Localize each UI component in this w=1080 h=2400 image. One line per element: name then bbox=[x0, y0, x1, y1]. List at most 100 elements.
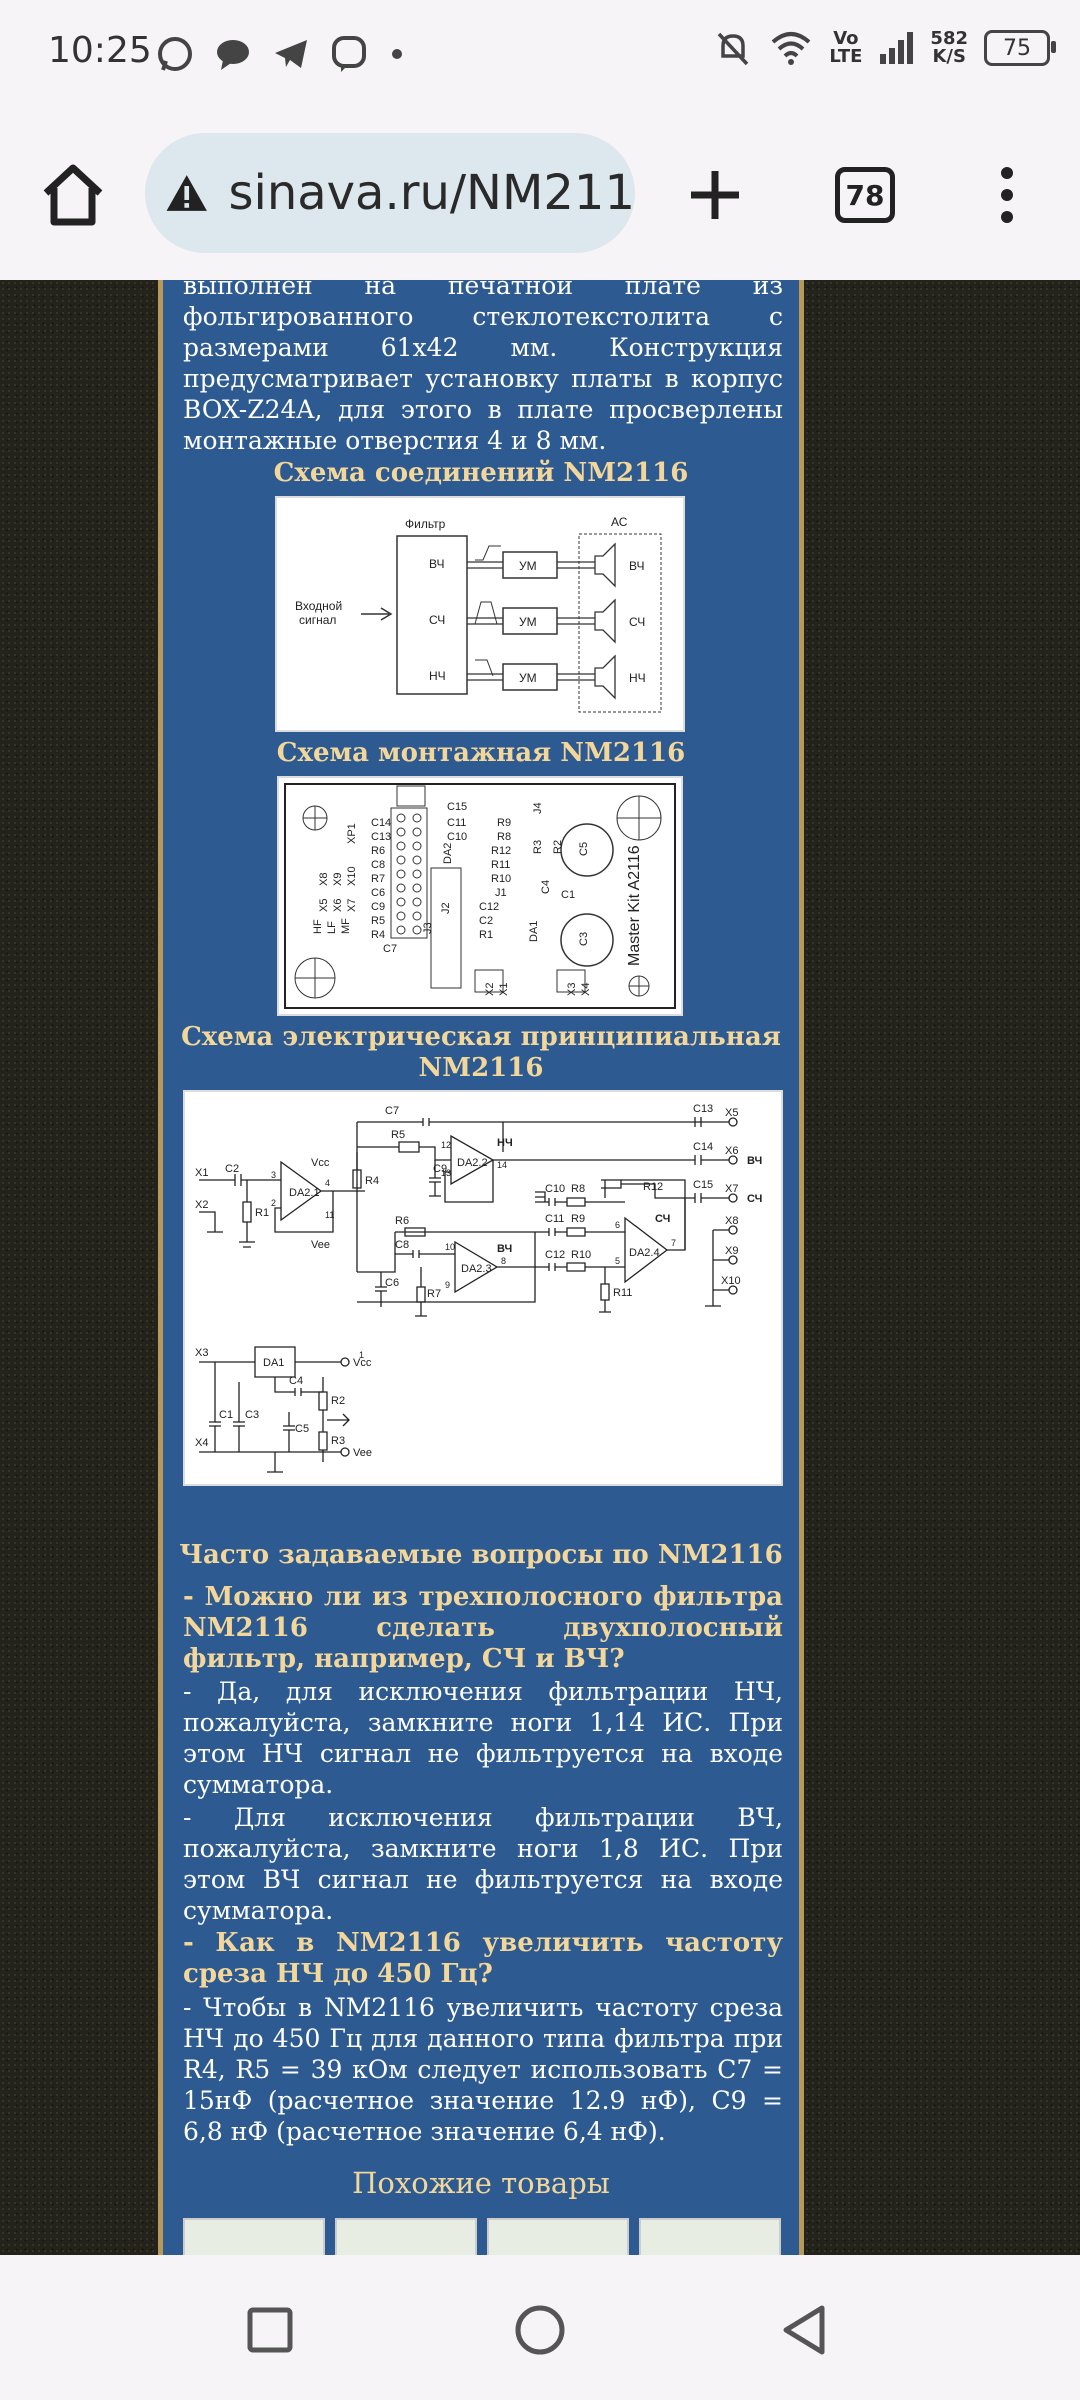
warning-icon bbox=[166, 175, 207, 211]
sch-label-c11: C11 bbox=[545, 1213, 564, 1225]
sch-label-vcc2: Vcc bbox=[353, 1357, 372, 1369]
label-c15: C15 bbox=[447, 801, 467, 813]
pin-10: 10 bbox=[445, 1242, 455, 1252]
pad bbox=[412, 869, 422, 879]
label-c3: C3 bbox=[578, 932, 590, 946]
heading-schematic-1: Схема электрическая принципиальная bbox=[181, 1022, 781, 1052]
label-r4: R4 bbox=[371, 929, 385, 941]
pad bbox=[412, 911, 422, 921]
label-x9: X9 bbox=[332, 873, 344, 886]
pin-14: 14 bbox=[497, 1160, 507, 1170]
label-r7: R7 bbox=[371, 873, 385, 885]
label-r12: R12 bbox=[491, 845, 511, 857]
product-thumb[interactable] bbox=[639, 2218, 781, 2255]
new-tab-button[interactable] bbox=[670, 150, 760, 240]
sch-label-x10: X10 bbox=[721, 1275, 741, 1287]
network-top: Vo bbox=[833, 28, 859, 49]
battery-icon: 75 bbox=[984, 30, 1056, 66]
pad bbox=[412, 925, 422, 935]
label-c6: C6 bbox=[371, 887, 385, 899]
sch-label-da24: DA2.4 bbox=[629, 1247, 660, 1259]
assembly-diagram[interactable]: C5 C3 Master Kit A2116 XP1 C15 C14 C11 C… bbox=[277, 776, 683, 1016]
whatsapp-icon bbox=[158, 37, 192, 71]
pad bbox=[412, 897, 422, 907]
label-lf: LF bbox=[326, 921, 338, 934]
notification-icons bbox=[155, 34, 407, 74]
label-x8: X8 bbox=[318, 873, 330, 886]
speed-value: 582 bbox=[930, 28, 968, 49]
speaker-label-hf: ВЧ bbox=[629, 559, 644, 573]
pin-1: 1 bbox=[359, 1350, 364, 1360]
pad bbox=[396, 925, 406, 935]
pin-9: 9 bbox=[445, 1280, 450, 1290]
web-page[interactable]: выполнен на печатной плате из фольгирова… bbox=[0, 280, 1080, 2255]
back-button[interactable] bbox=[776, 2300, 836, 2360]
schematic-diagram[interactable]: C7 R5 C9 R4 DA2.2 НЧ C13 X5 C14 X6 ВЧ C1… bbox=[183, 1090, 783, 1486]
home-icon bbox=[43, 164, 103, 226]
speed-unit: K/S bbox=[932, 46, 966, 67]
amp-label: УМ bbox=[519, 671, 537, 685]
pin-6: 6 bbox=[615, 1220, 620, 1230]
pad bbox=[396, 869, 406, 879]
home-nav-button[interactable] bbox=[510, 2300, 570, 2360]
pad bbox=[412, 855, 422, 865]
label-j2: J2 bbox=[440, 902, 452, 914]
pin-5: 5 bbox=[615, 1256, 620, 1266]
sch-label-r11: R11 bbox=[613, 1287, 632, 1299]
pin-7: 7 bbox=[671, 1238, 676, 1248]
label-c8: C8 bbox=[371, 859, 385, 871]
sch-label-r9: R9 bbox=[571, 1213, 585, 1225]
product-thumb[interactable] bbox=[487, 2218, 629, 2255]
sch-label-r1: R1 bbox=[255, 1207, 269, 1219]
pin-13: 13 bbox=[441, 1168, 451, 1178]
label-c4: C4 bbox=[540, 880, 552, 894]
url-text: sinava.ru/NM211 bbox=[228, 165, 635, 221]
signal-icon bbox=[880, 32, 914, 64]
sch-label-hf: ВЧ bbox=[747, 1155, 762, 1167]
pad bbox=[412, 841, 422, 851]
label-x4: X4 bbox=[580, 983, 592, 996]
label-x2: X2 bbox=[484, 983, 496, 996]
speaker-label-lf: НЧ bbox=[629, 671, 646, 685]
sch-label-c14: C14 bbox=[693, 1141, 713, 1153]
mute-icon bbox=[718, 32, 749, 66]
tab-count: 78 bbox=[845, 178, 885, 212]
pin-4: 4 bbox=[325, 1178, 330, 1188]
sch-label-vee: Vee bbox=[311, 1239, 330, 1251]
recents-button[interactable] bbox=[240, 2300, 300, 2360]
label-c11: C11 bbox=[447, 817, 466, 829]
intro-line: монтажные отверстия 4 и 8 мм. bbox=[183, 426, 607, 455]
label-c13: C13 bbox=[371, 831, 391, 843]
sch-label-r8: R8 bbox=[571, 1183, 585, 1195]
clock: 10:25 bbox=[48, 30, 152, 71]
sch-label-r10: R10 bbox=[571, 1249, 591, 1261]
menu-button[interactable] bbox=[962, 150, 1052, 240]
sch-label-c12: C12 bbox=[545, 1249, 565, 1261]
pad bbox=[396, 897, 406, 907]
sch-label-c15: C15 bbox=[693, 1179, 713, 1191]
pin-2: 2 bbox=[271, 1198, 276, 1208]
product-thumb[interactable] bbox=[335, 2218, 477, 2255]
label-c10: C10 bbox=[447, 831, 467, 843]
sch-label-c1: C1 bbox=[219, 1409, 233, 1421]
recents-square-icon bbox=[247, 2307, 293, 2353]
tabs-icon: 78 bbox=[835, 167, 895, 223]
pad bbox=[396, 911, 406, 921]
sch-label-r4: R4 bbox=[365, 1175, 379, 1187]
home-button[interactable] bbox=[28, 150, 118, 240]
connections-diagram[interactable]: Фильтр Входной сигнал ВЧ СЧ НЧ УМ УМ УМ … bbox=[275, 496, 685, 732]
address-bar[interactable]: sinava.ru/NM211 bbox=[145, 133, 635, 253]
pad bbox=[396, 883, 406, 893]
network-bottom: LTE bbox=[829, 46, 863, 67]
label-r1: R1 bbox=[479, 929, 493, 941]
sch-label-x3: X3 bbox=[195, 1347, 208, 1359]
sch-label-c3: C3 bbox=[245, 1409, 259, 1421]
chat-icon bbox=[217, 40, 249, 70]
heading-schematic-2: NM2116 bbox=[418, 1053, 544, 1083]
pin-11: 11 bbox=[325, 1210, 334, 1220]
product-thumb[interactable] bbox=[183, 2218, 325, 2255]
pad bbox=[412, 827, 422, 837]
label-r11: R11 bbox=[491, 859, 510, 871]
tab-switcher-button[interactable]: 78 bbox=[820, 150, 910, 240]
